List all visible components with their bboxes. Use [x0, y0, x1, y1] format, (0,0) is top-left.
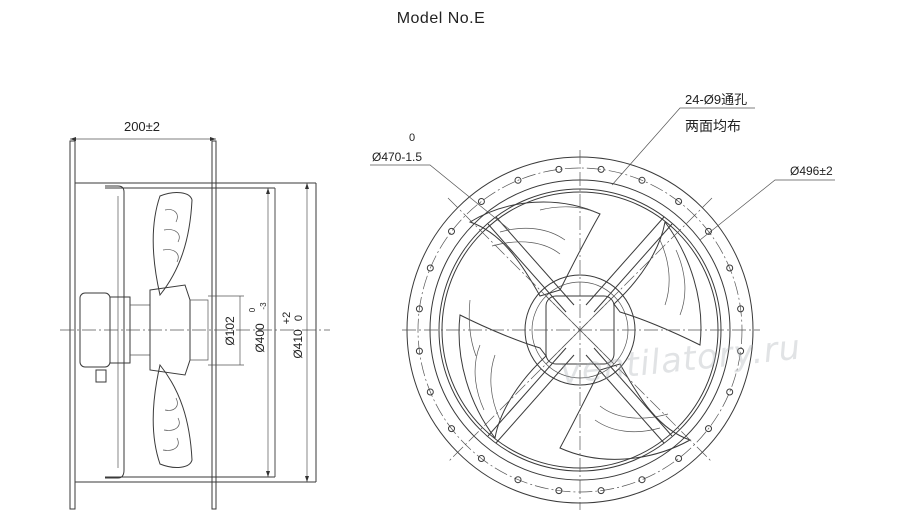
front-holes-note-2: 两面均布 [685, 118, 741, 134]
page-title: Model No.E [396, 10, 486, 27]
bolt-hole [675, 455, 683, 462]
bolt-hole [415, 347, 423, 355]
bolt-hole [705, 425, 712, 433]
side-blade-bottom [152, 363, 193, 468]
bolt-hole [514, 176, 522, 184]
bolt-hole [448, 425, 455, 433]
side-outer-tol-lower: 0 [293, 315, 305, 321]
bolt-hole [638, 176, 646, 184]
front-struts [487, 216, 673, 444]
bolt-hole [705, 227, 712, 235]
bolt-holes [415, 165, 745, 495]
side-width-dim: 200±2 [124, 119, 160, 134]
side-inner-dim: Ø400 [253, 323, 267, 353]
side-outer-tol-upper: +2 [281, 312, 293, 325]
side-flange-left [69, 140, 76, 510]
bolt-hole [597, 165, 605, 173]
bolt-hole [426, 264, 434, 272]
front-blade-2 [613, 220, 702, 346]
front-view: 0 Ø470-1.5 24-Ø9通孔 两面均布 Ø496±2 [370, 92, 835, 510]
side-hub-dim: Ø102 [223, 316, 237, 346]
front-ring-dim: Ø470-1.5 [372, 150, 422, 164]
bolt-hole [477, 198, 485, 205]
side-flange-right [211, 140, 217, 510]
side-outer-dim: Ø410 [291, 329, 305, 359]
front-blade-3 [559, 363, 692, 460]
front-blade-4 [458, 314, 547, 440]
front-ring-dim-tol: 0 [409, 132, 415, 144]
bolt-hole [726, 388, 734, 396]
bolt-hole [448, 227, 455, 235]
side-inner-tol-lower: -3 [259, 302, 268, 310]
bolt-hole [675, 198, 683, 205]
bolt-hole [726, 264, 734, 272]
bolt-hole [737, 305, 745, 313]
bolt-hole [555, 165, 563, 173]
bolt-hole [477, 455, 485, 462]
bolt-hole [597, 487, 605, 495]
side-blade-top [152, 192, 193, 297]
bolt-hole [737, 347, 745, 355]
bolt-hole [514, 476, 522, 484]
bolt-hole [415, 305, 423, 313]
side-inner-tol-upper: 0 [248, 307, 257, 312]
side-view: 200±2 Ø102 Ø400 0 -3 Ø410 +2 0 [60, 119, 330, 510]
front-blade-1 [468, 201, 601, 297]
front-holes-note-1: 24-Ø9通孔 [685, 92, 747, 107]
bolt-hole [555, 487, 563, 495]
bolt-hole [638, 476, 646, 484]
front-blades [458, 201, 702, 460]
bolt-hole [426, 388, 434, 396]
front-flange-dim: Ø496±2 [790, 164, 833, 178]
